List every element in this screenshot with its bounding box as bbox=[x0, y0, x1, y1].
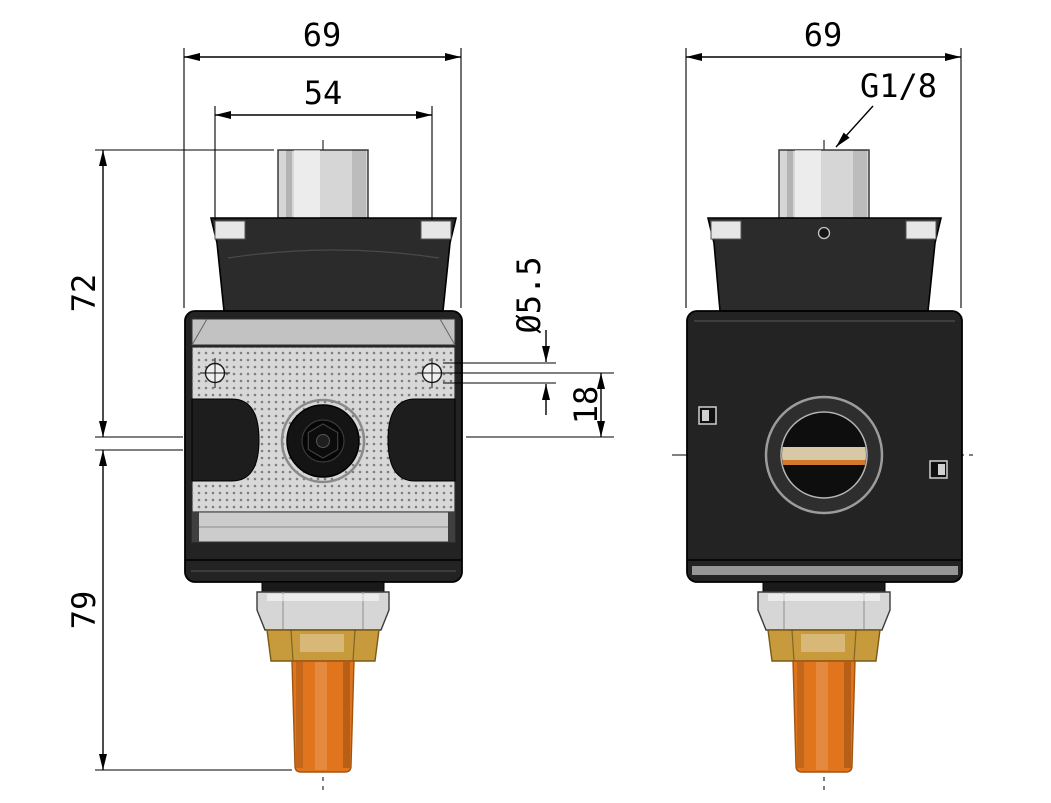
side-hex-adapter bbox=[757, 591, 891, 631]
side-brass-nut bbox=[767, 629, 881, 662]
front-port-body bbox=[277, 149, 369, 219]
front-hex-adapter bbox=[256, 591, 390, 631]
front-center-knob bbox=[280, 398, 366, 484]
side-port-marker-right bbox=[929, 460, 948, 479]
side-neck bbox=[762, 581, 886, 593]
front-housing bbox=[184, 310, 463, 583]
side-bonnet bbox=[706, 217, 943, 312]
front-mounting-hole-left bbox=[200, 358, 230, 388]
dim-hole-diameter: Ø5.5 bbox=[510, 256, 550, 415]
dim-label-hole-diameter: Ø5.5 bbox=[510, 256, 548, 333]
front-chamfer-strip bbox=[191, 318, 456, 346]
dim-label-front-overall-width: 69 bbox=[303, 16, 342, 54]
front-outlet-tube bbox=[291, 660, 355, 773]
side-vent-hole bbox=[817, 226, 831, 240]
side-top-port bbox=[778, 149, 870, 219]
front-view bbox=[184, 140, 463, 790]
side-housing bbox=[686, 310, 963, 583]
side-bottom-fitting bbox=[757, 581, 891, 773]
side-bottom-strip bbox=[692, 566, 958, 575]
dim-front-lower-height: 79 bbox=[65, 450, 107, 770]
side-view bbox=[672, 140, 978, 790]
dim-hole-offset: 18 bbox=[567, 373, 605, 437]
dim-port-thread: G1/8 bbox=[835, 67, 937, 148]
dim-front-upper-height: 72 bbox=[65, 150, 107, 437]
side-sight-boss bbox=[764, 395, 884, 515]
front-lower-band bbox=[191, 511, 456, 543]
dim-label-hole-offset: 18 bbox=[567, 386, 605, 425]
dim-label-port-thread: G1/8 bbox=[860, 67, 937, 105]
dim-label-front-lower-height: 79 bbox=[65, 591, 103, 630]
dim-front-overall-width: 69 bbox=[184, 16, 461, 61]
dim-label-front-upper-height: 72 bbox=[65, 274, 103, 313]
front-bonnet bbox=[209, 217, 458, 312]
side-port-marker-left bbox=[698, 406, 717, 425]
dim-front-top-width: 54 bbox=[215, 74, 432, 119]
front-mounting-hole-right bbox=[417, 358, 447, 388]
dim-label-front-top-width: 54 bbox=[304, 74, 343, 112]
front-bonnet-body bbox=[209, 217, 458, 312]
front-top-port bbox=[277, 149, 369, 219]
front-neck bbox=[261, 581, 385, 593]
front-side-lobe-left bbox=[191, 398, 260, 482]
front-brass-nut bbox=[266, 629, 380, 662]
dim-side-overall-width: 69 bbox=[686, 16, 961, 61]
dim-label-side-overall-width: 69 bbox=[804, 16, 843, 54]
front-bonnet-block-right bbox=[420, 220, 452, 240]
side-bonnet-block-left bbox=[710, 220, 742, 240]
side-sight-window bbox=[782, 447, 866, 465]
side-outlet-tube bbox=[792, 660, 856, 773]
side-port-body bbox=[778, 149, 870, 219]
front-bottom-fitting bbox=[256, 581, 390, 773]
front-bonnet-block-left bbox=[214, 220, 246, 240]
dimensions: 69 54 72 79 Ø5.5 18 69 G1/8 bbox=[65, 16, 962, 771]
front-side-lobe-right bbox=[387, 398, 456, 482]
side-bonnet-block-right bbox=[905, 220, 937, 240]
